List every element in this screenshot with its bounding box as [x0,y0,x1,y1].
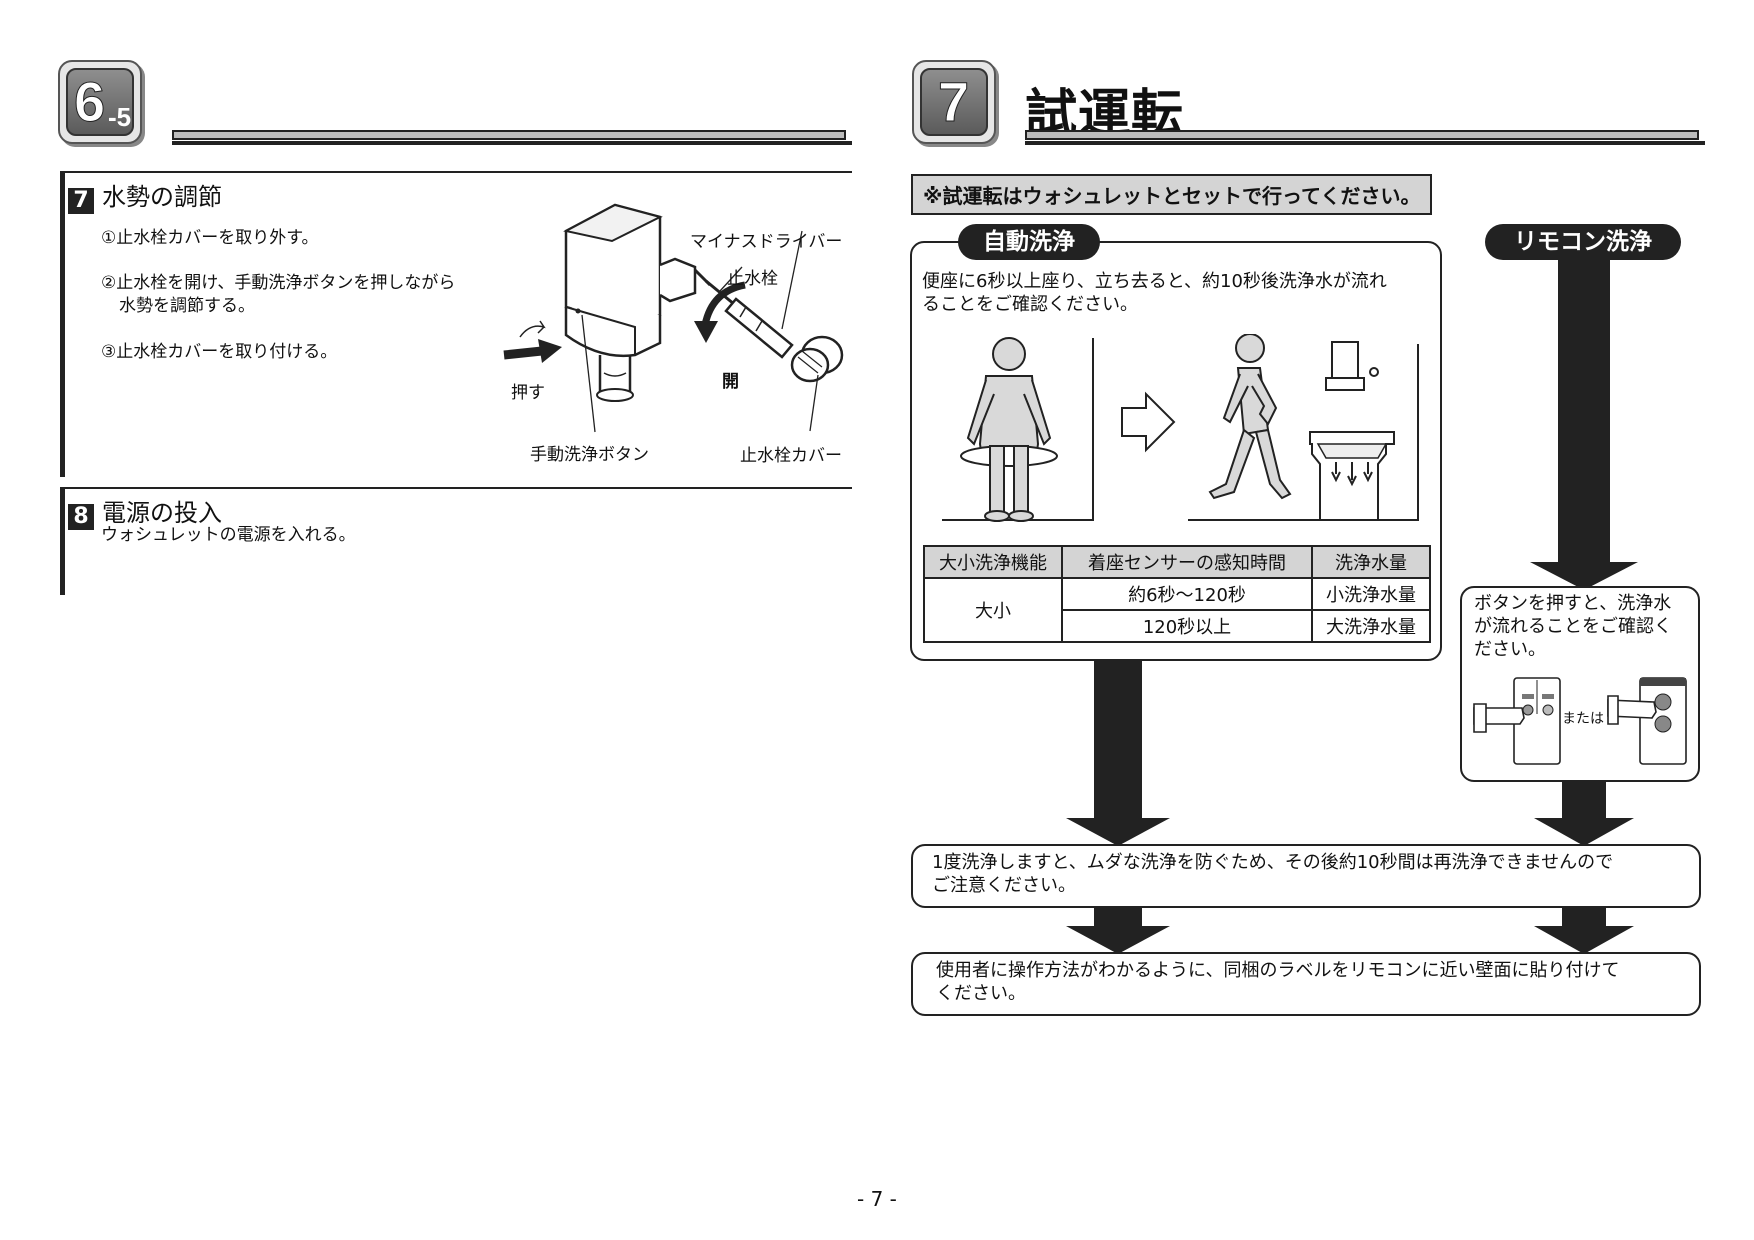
remote-or-label: または [1562,711,1604,727]
table-header-row: 大小洗浄機能 着座センサーの感知時間 洗浄水量 [923,545,1431,579]
sensor-illustration [942,334,1419,522]
header-rule-right [1025,130,1699,140]
remote-flush-text-3: ださい。 [1474,639,1546,660]
table-header: 大小洗浄機能 [923,545,1063,579]
section7-title: 水勢の調節 [102,183,222,211]
badge-main-number: 6 [73,70,106,133]
section7-side-bar [60,171,65,477]
label-manual-flush-button: 手動洗浄ボタン [530,445,649,465]
label-valve-cover: 止水栓カバー [740,446,842,466]
header-rule-left-shadow [172,141,852,145]
section7-top-line [60,171,852,173]
flush-valve-illustration [503,203,844,433]
section8-top-line [60,487,852,489]
step-1: ①止水栓カバーを取り外す。 [101,228,319,248]
table-header: 洗浄水量 [1311,545,1431,579]
section7-number: 7 [68,188,94,214]
table-cell: 小洗浄水量 [1311,577,1431,611]
auto-flush-text-2: ることをご確認ください。 [922,294,1138,315]
note-label-line-1: 使用者に操作方法がわかるように、同梱のラベルをリモコンに近い壁面に貼り付けて [936,960,1620,981]
note-refill-panel [911,844,1701,908]
badge-inner: 6 -5 [66,68,134,136]
section8-side-bar [60,487,65,595]
badge-sub-number: -5 [108,102,132,132]
remote-flush-text-1: ボタンを押すと、洗浄水 [1474,593,1672,614]
auto-flush-text-1: 便座に6秒以上座り、立ち去ると、約10秒後洗浄水が流れ [922,271,1387,292]
step-3: ③止水栓カバーを取り付ける。 [101,342,338,362]
label-push: 押す [511,383,545,403]
page-number: - 7 - [857,1187,897,1211]
sensor-spec-table: 大小洗浄機能 着座センサーの感知時間 洗浄水量 大小 約6秒～120秒 小洗浄水… [923,545,1431,643]
auto-flush-label: 自動洗浄 [958,224,1100,260]
label-open: 開 [722,372,739,392]
section8-body: ウォシュレットの電源を入れる。 [101,525,356,545]
section8-heading: 8 電源の投入 [68,493,222,530]
header-rule-right-shadow [1025,141,1705,145]
section-badge-7: 7 [912,60,996,144]
section7-heading: 7 水勢の調節 [68,177,222,214]
step-2-cont: 水勢を調節する。 [119,296,255,316]
remote-control-illustration [1473,677,1687,765]
note-label-line-2: ください。 [936,983,1026,1004]
section8-title: 電源の投入 [102,499,222,527]
note-refill-line-1: 1度洗浄しますと、ムダな洗浄を防ぐため、その後約10秒間は再洗浄できませんので [932,852,1614,873]
badge-main-number: 7 [937,70,970,133]
table-cell: 大洗浄水量 [1311,609,1431,643]
badge-inner: 7 [920,68,988,136]
label-stop-valve: 止水栓 [727,269,778,289]
table-row: 大小 約6秒～120秒 小洗浄水量 [923,577,1431,643]
header-rule-left [172,130,846,140]
table-cell-group: 大小 [923,577,1063,643]
remote-flush-label: リモコン洗浄 [1485,224,1681,260]
label-screwdriver: マイナスドライバー [690,232,843,252]
table-cell: 120秒以上 [1061,609,1313,643]
table-header: 着座センサーの感知時間 [1061,545,1313,579]
table-row: 120秒以上 大洗浄水量 [924,609,1431,643]
note-refill-line-2: ご注意ください。 [932,875,1076,896]
table-cell: 約6秒～120秒 [1061,577,1313,611]
remote-flush-text-2: が流れることをご確認く [1474,616,1672,637]
note-label-panel [911,952,1701,1016]
section8-number: 8 [68,504,94,530]
section-badge-6-5: 6 -5 [58,60,142,144]
trial-run-notice: ※試運転はウォシュレットとセットで行ってください。 [911,174,1433,215]
step-2: ②止水栓を開け、手動洗浄ボタンを押しながら [101,273,456,293]
